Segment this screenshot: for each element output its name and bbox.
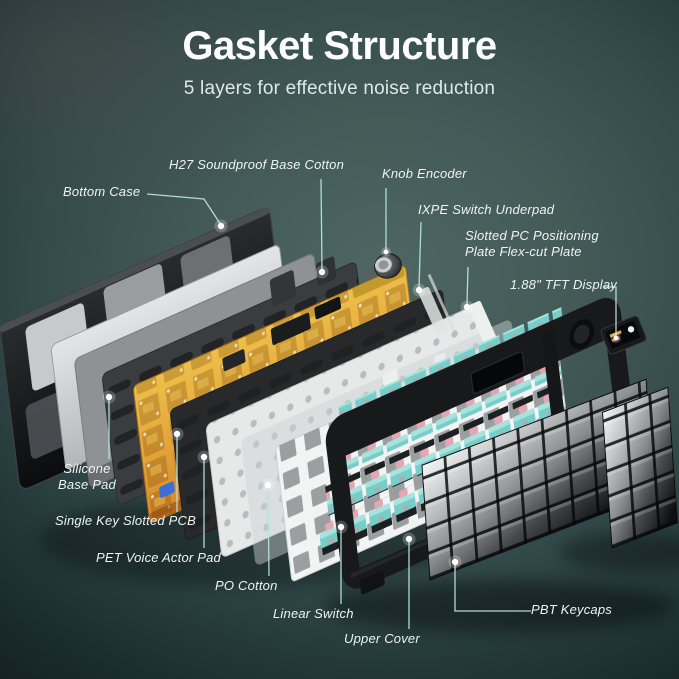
page-subtitle: 5 layers for effective noise reduction <box>183 78 496 99</box>
tft-display-part <box>600 315 647 355</box>
callout-label: PO Cotton <box>215 578 278 593</box>
callout-h27-cotton: H27 Soundproof Base Cotton <box>169 157 344 173</box>
callout-label: Upper Cover <box>344 631 420 646</box>
callout-po-cotton: PO Cotton <box>215 578 278 594</box>
knob-encoder-part <box>363 253 402 279</box>
callout-dots <box>102 219 621 569</box>
callout-label: Knob Encoder <box>382 166 467 181</box>
callout-label: Single Key Slotted PCB <box>55 513 196 528</box>
layer-keycaps <box>421 378 678 581</box>
callout-slotted-plate: Slotted PC Positioning Plate Flex-cut Pl… <box>465 228 599 260</box>
callout-label: Linear Switch <box>273 606 354 621</box>
callout-tft-display: 1.88" TFT Display <box>510 277 617 293</box>
page-title: Gasket Structure <box>182 24 497 68</box>
callout-leader-lines <box>102 178 621 629</box>
callout-label-line2: Plate Flex-cut Plate <box>465 244 582 259</box>
callout-label: IXPE Switch Underpad <box>418 202 555 217</box>
callout-label: PBT Keycaps <box>531 602 612 617</box>
callout-ixpe-underpad: IXPE Switch Underpad <box>418 202 554 218</box>
callout-label: PET Voice Actor Pad <box>96 550 221 565</box>
callout-label-line2: Base Pad <box>58 477 116 492</box>
callout-pbt-keycaps: PBT Keycaps <box>531 602 612 618</box>
callout-label-line1: Slotted PC Positioning <box>465 228 599 243</box>
callout-knob-encoder: Knob Encoder <box>382 166 467 182</box>
callout-pet-pad: PET Voice Actor Pad <box>96 550 221 566</box>
callout-linear-switch: Linear Switch <box>273 606 354 622</box>
callout-label: 1.88" TFT Display <box>510 277 617 292</box>
callout-silicone-base-pad: Silicone Base Pad <box>44 461 130 493</box>
plate-tabs <box>418 273 499 348</box>
callout-label-line1: Silicone <box>63 461 111 476</box>
callout-single-key-pcb: Single Key Slotted PCB <box>55 513 196 529</box>
callout-bottom-case: Bottom Case <box>63 184 140 200</box>
callout-label: Bottom Case <box>63 184 141 199</box>
callout-upper-cover: Upper Cover <box>344 631 420 647</box>
callout-label: H27 Soundproof Base Cotton <box>169 157 345 172</box>
